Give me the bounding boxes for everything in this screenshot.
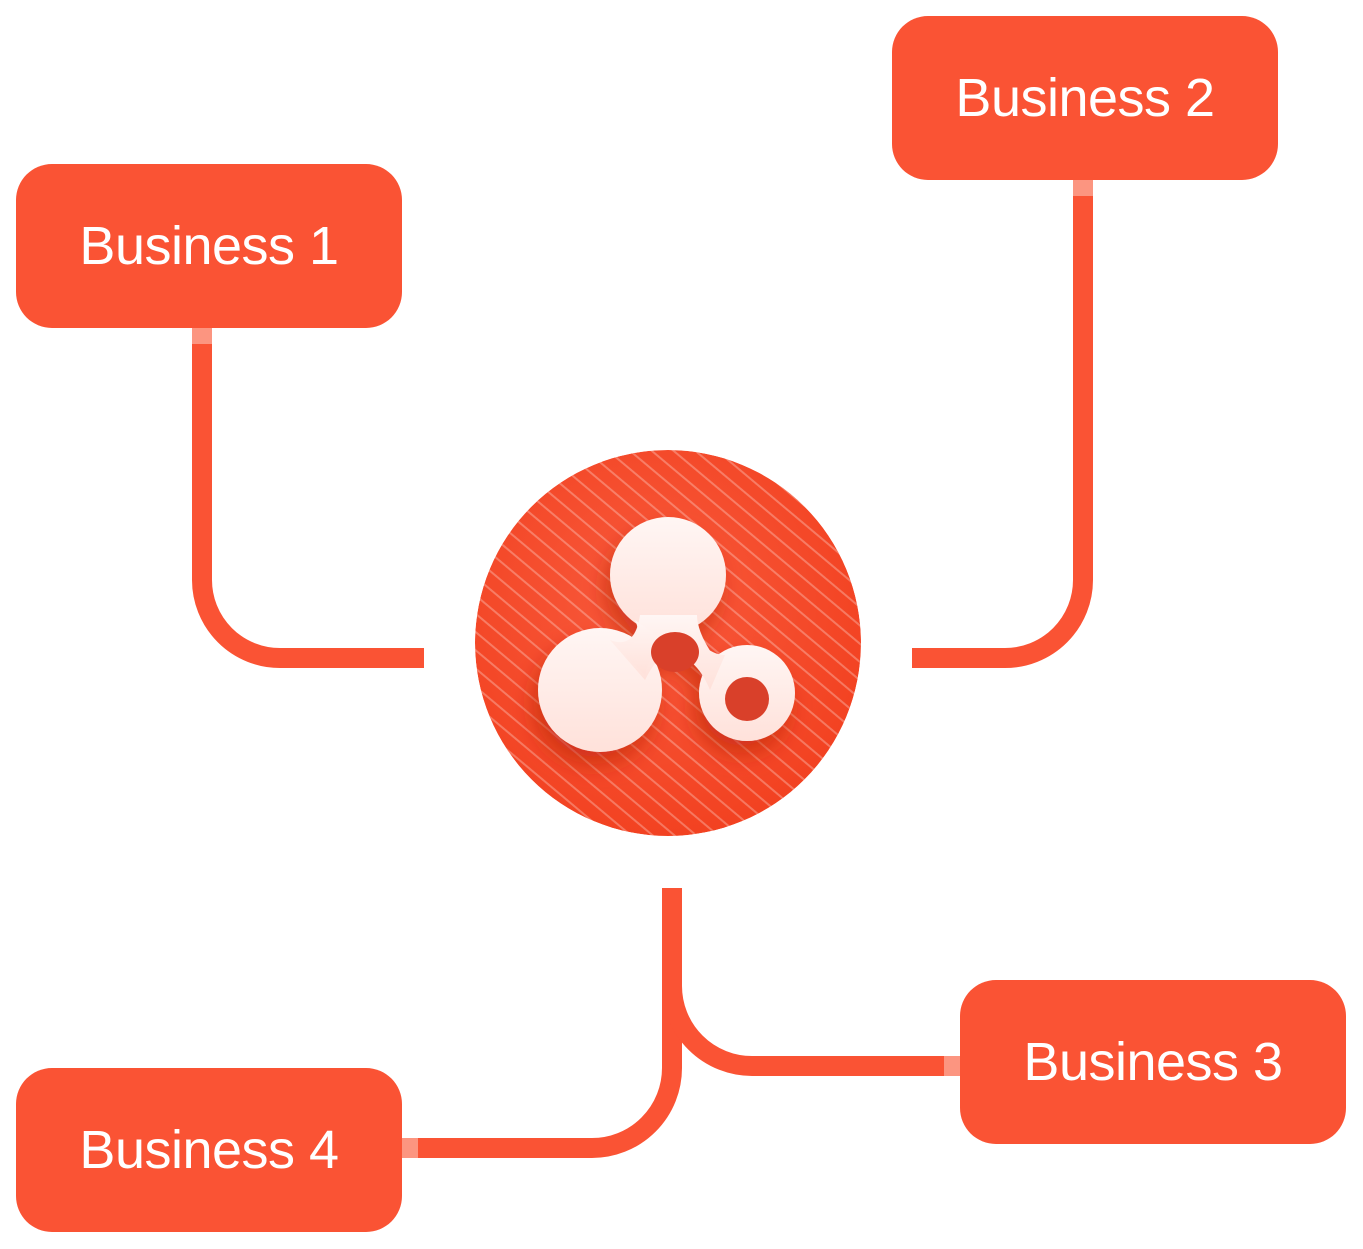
connector-business-3 — [662, 985, 944, 1076]
business-3-label: Business 3 — [1023, 1032, 1283, 1092]
business-1-label: Business 1 — [79, 216, 339, 276]
connector-business-4 — [418, 888, 682, 1158]
network-nodes-logo-icon — [475, 450, 861, 836]
connector-business-1 — [192, 344, 424, 668]
hub-node[interactable] — [475, 450, 861, 836]
business-3-node[interactable]: Business 3 — [960, 980, 1346, 1144]
business-4-label: Business 4 — [79, 1120, 339, 1180]
business-2-label: Business 2 — [955, 68, 1215, 128]
connector-business-2 — [912, 196, 1093, 668]
business-1-node[interactable]: Business 1 — [16, 164, 402, 328]
business-2-node[interactable]: Business 2 — [892, 16, 1278, 180]
business-4-node[interactable]: Business 4 — [16, 1068, 402, 1232]
